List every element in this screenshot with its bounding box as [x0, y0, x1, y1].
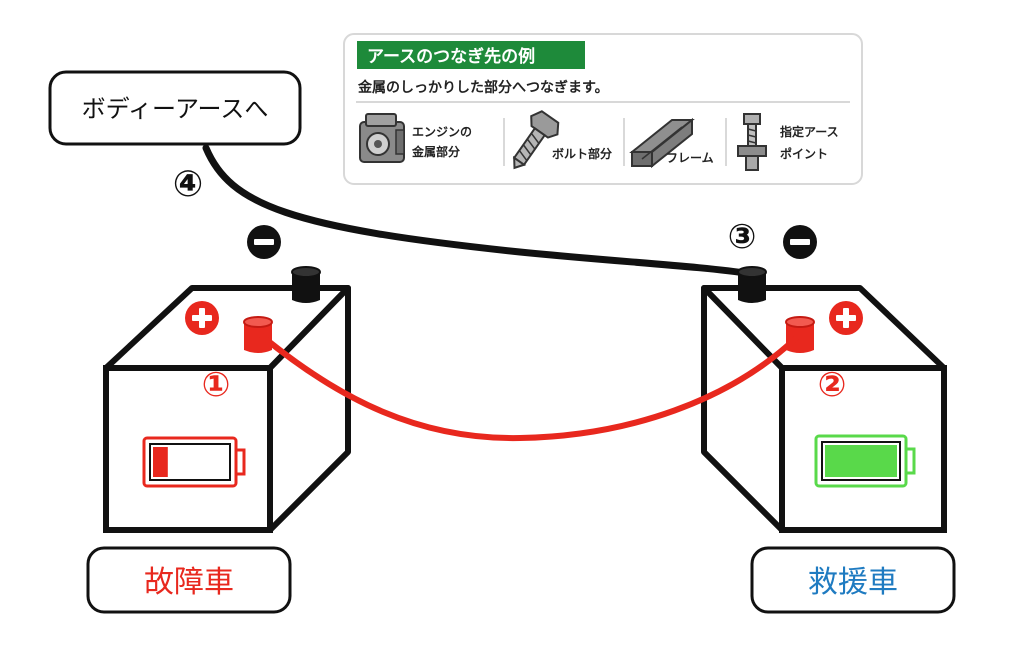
- bolt-icon: [512, 110, 560, 170]
- right-battery: [701, 285, 947, 533]
- left-positive-terminal: [243, 316, 273, 353]
- left-battery-status-nub: [234, 448, 246, 476]
- ground-cable: [202, 144, 756, 278]
- bolt-label: ボルト部分: [552, 146, 612, 161]
- earth-point-icon: [737, 113, 767, 171]
- frame-label: フレーム: [666, 151, 714, 165]
- engine-icon: [359, 113, 405, 163]
- left-minus-sign: [247, 225, 281, 259]
- step-4-marker: ④: [173, 164, 203, 205]
- right-battery-status-nub: [904, 447, 916, 475]
- left-battery: [103, 285, 351, 533]
- earth-info-description: 金属のしっかりした部分へつなぎます。: [357, 79, 609, 96]
- right-minus-sign: [783, 225, 817, 259]
- right-battery-charge-level: [825, 445, 897, 477]
- rescue-vehicle-label: 救援車: [750, 546, 956, 614]
- earth-info-header-bg: [357, 41, 585, 69]
- right-positive-terminal: [785, 316, 815, 353]
- left-battery-charge-level: [153, 447, 168, 477]
- step-3-marker: ③: [728, 217, 757, 257]
- step-1-marker: ①: [202, 365, 231, 405]
- rescue-vehicle-label-text: 救援車: [808, 565, 898, 600]
- positive-cable: [259, 333, 799, 442]
- step-2-marker: ②: [818, 365, 847, 405]
- left-plus-sign: [185, 301, 219, 335]
- earth-info-panel: アースのつなぎ先の例 金属のしっかりした部分へつなぎます。 エンジンの 金属部分…: [343, 33, 863, 185]
- frame-icon: [629, 117, 695, 169]
- body-earth-callout-text: ボディーアースへ: [82, 95, 269, 123]
- disabled-vehicle-label: 故障車: [86, 546, 292, 614]
- left-negative-terminal: [291, 266, 321, 303]
- disabled-vehicle-label-text: 故障車: [144, 565, 234, 600]
- earth-info-header: アースのつなぎ先の例: [367, 46, 535, 67]
- right-negative-terminal: [737, 266, 767, 303]
- engine-label-line2: 金属部分: [411, 144, 460, 159]
- earth-point-label-line2: ポイント: [780, 146, 828, 161]
- earth-point-label-line1: 指定アース: [780, 124, 839, 139]
- right-plus-sign: [829, 301, 863, 335]
- engine-label-line1: エンジンの: [412, 125, 472, 139]
- body-earth-callout: ボディーアースへ: [48, 70, 302, 146]
